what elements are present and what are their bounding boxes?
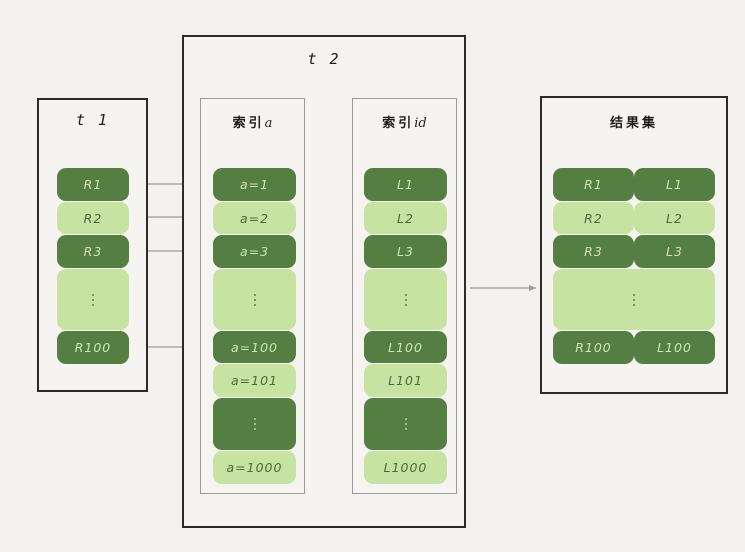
- table-t1-title: t 1: [75, 111, 110, 129]
- index-id-row-cell[interactable]: L101: [364, 364, 447, 397]
- result-set-cell-label: R3: [584, 244, 603, 259]
- t1-row-cell-label: R100: [74, 340, 112, 355]
- index-id-row-cell[interactable]: L1000: [364, 451, 447, 484]
- index-id-row-cell[interactable]: L1: [364, 168, 447, 201]
- index-a-title-suffix: a: [264, 116, 273, 131]
- result-set-cell-label: L3: [666, 244, 683, 259]
- result-set-cell-left[interactable]: R1: [553, 168, 634, 201]
- index-id-row-cell-label: L1: [397, 177, 414, 192]
- index-a-row-cell[interactable]: [213, 269, 296, 330]
- index-a-row-cell-label: a=2: [239, 210, 270, 226]
- t1-row-cell-label: R1: [83, 177, 103, 192]
- result-set-cell-label: L1: [666, 177, 683, 192]
- result-set-cell-label: R2: [584, 210, 603, 226]
- result-set-cell-label: R1: [584, 177, 603, 192]
- result-set-cell-label: L2: [666, 210, 683, 226]
- index-a-row-cell-label: a=1000: [226, 460, 283, 475]
- result-set-cell-left[interactable]: R100: [553, 331, 634, 364]
- index-id-title-text: 索引: [382, 116, 415, 131]
- index-a-row-cell[interactable]: a=1: [213, 168, 296, 201]
- index-a-row-cell[interactable]: a=3: [213, 235, 296, 268]
- index-id-row-cell-label: L100: [388, 339, 423, 355]
- result-set-cell-label: L100: [657, 340, 692, 355]
- ellipsis-dots: [253, 292, 256, 308]
- result-set-title: 结果集: [609, 116, 658, 131]
- result-set-cell-left[interactable]: R3: [553, 235, 634, 268]
- t1-row-cell[interactable]: R1: [57, 168, 129, 201]
- result-set-cell-right[interactable]: L1: [634, 168, 715, 201]
- ellipsis-dots: [404, 292, 407, 308]
- t1-row-cell-label: R2: [83, 210, 103, 226]
- t1-row-cell-label: R3: [83, 244, 103, 259]
- table-t2-title: t 2: [307, 50, 341, 68]
- result-set-cell-right[interactable]: L100: [634, 331, 715, 364]
- index-a-title: 索引a: [201, 112, 304, 131]
- t1-row-cell[interactable]: [57, 269, 129, 330]
- index-id-row-cell[interactable]: L2: [364, 202, 447, 234]
- index-id-row-cell-label: L3: [397, 244, 414, 259]
- result-set-row[interactable]: R2 L2: [553, 202, 715, 234]
- result-set-cell-left[interactable]: R2: [553, 202, 634, 234]
- result-set-row[interactable]: R3 L3: [553, 235, 715, 268]
- index-a-row-cell[interactable]: [213, 398, 296, 450]
- result-set-row[interactable]: R100 L100: [553, 331, 715, 364]
- index-a-row-cell[interactable]: a=2: [213, 202, 296, 234]
- t1-row-cell[interactable]: R100: [57, 331, 129, 364]
- index-id-row-cell[interactable]: [364, 269, 447, 330]
- index-a-row-cell-label: a=3: [239, 244, 270, 259]
- t1-row-cell[interactable]: R2: [57, 202, 129, 234]
- result-set-row[interactable]: [553, 269, 715, 330]
- index-id-row-cell[interactable]: L100: [364, 331, 447, 363]
- t1-row-cell[interactable]: R3: [57, 235, 129, 268]
- index-id-row-cell[interactable]: L3: [364, 235, 447, 268]
- result-set-cell-right[interactable]: L3: [634, 235, 715, 268]
- ellipsis-dots: [92, 292, 94, 308]
- index-a-title-text: 索引: [232, 116, 265, 131]
- index-id-row-cell-label: L2: [397, 210, 414, 226]
- index-a-row-cell-label: a=1: [239, 177, 270, 192]
- index-id-row-cell-label: L1000: [383, 460, 428, 475]
- index-a-row-cell-label: a=101: [231, 373, 278, 388]
- index-id-row-cell[interactable]: [364, 398, 447, 450]
- result-set-row[interactable]: R1 L1: [553, 168, 715, 201]
- ellipsis-dots: [404, 416, 407, 432]
- index-id-row-cell-label: L101: [388, 373, 423, 388]
- index-a-row-cell[interactable]: a=101: [213, 364, 296, 397]
- ellipsis-dots: [253, 416, 256, 432]
- result-set-cell-right[interactable]: L2: [634, 202, 715, 234]
- result-set-cell-left[interactable]: [553, 269, 715, 330]
- index-id-title-suffix: id: [414, 116, 427, 131]
- index-a-row-cell-label: a=100: [231, 339, 278, 355]
- index-id-title: 索引id: [353, 112, 456, 131]
- index-a-row-cell[interactable]: a=1000: [213, 451, 296, 484]
- index-a-row-cell[interactable]: a=100: [213, 331, 296, 363]
- ellipsis-dots: [633, 292, 635, 308]
- result-set-cell-label: R100: [575, 340, 612, 355]
